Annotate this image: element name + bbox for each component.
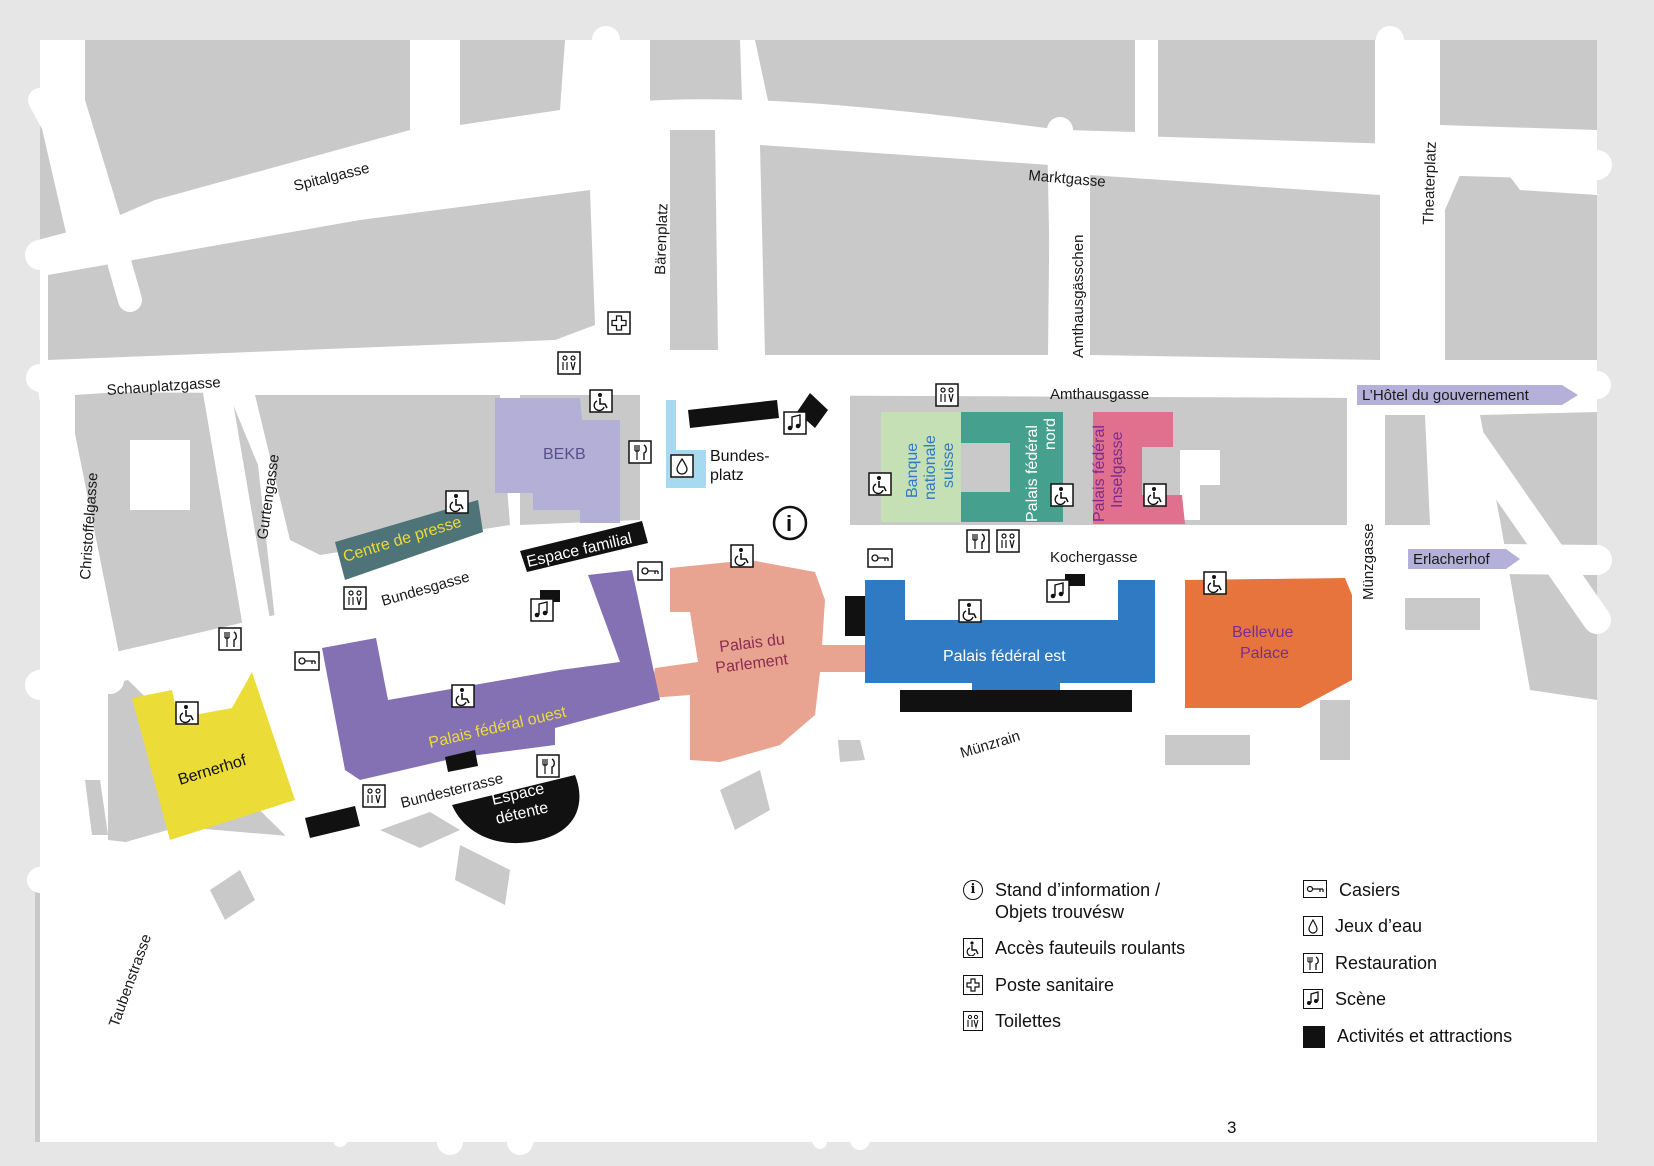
destination-erlacherhof: Erlacherhof [1413,551,1491,568]
wheelchair-icon[interactable] [175,701,199,725]
street-amthausgaesschen: Amthausgässchen [1070,235,1087,358]
building-pf-est [865,580,1155,695]
street-amthausgasse: Amthausgasse [1050,386,1149,403]
restaurant-icon[interactable] [628,440,652,464]
toilets-icon[interactable] [557,351,581,375]
building-pf-ouest [322,570,660,780]
legend-label: Accès fauteuils roulants [995,938,1186,958]
music-note-icon [1303,989,1323,1009]
key-icon[interactable] [867,548,893,568]
music-note-icon[interactable] [530,598,554,622]
label-pf-nord-2: nord [1042,418,1059,450]
info-icon: i [963,880,983,900]
toilets-icon[interactable] [996,529,1020,553]
map-base [0,26,1654,1166]
label-pf-est: Palais fédéral est [943,648,1066,665]
wheelchair-icon [963,938,983,958]
legend-label: Poste sanitaire [995,975,1115,995]
arrow-hotel-gouvernement[interactable] [1357,385,1578,405]
wheelchair-icon[interactable] [589,389,613,413]
label-bellevue-1: Bellevue [1232,624,1293,641]
key-icon [1303,880,1327,898]
espace-familial-label-bg [520,521,648,572]
page-number: 3 [1227,1118,1237,1137]
building-banque-nationale [881,412,961,522]
restaurant-icon [1303,953,1323,973]
wheelchair-icon[interactable] [451,684,475,708]
restaurant-icon[interactable] [536,754,560,778]
water-drop-icon [1303,916,1323,936]
toilets-icon[interactable] [343,586,367,610]
restaurant-icon[interactable] [218,627,242,651]
destination-hotel-gouvernement: L’Hôtel du gouvernement [1362,387,1530,404]
toilets-icon [963,1011,983,1031]
restaurant-icon[interactable] [966,529,990,553]
activity-square-icon [1303,1026,1325,1048]
label-bundesplatz-2: platz [710,467,744,484]
label-banque-2: nationale [922,435,939,500]
street-baerenplatz: Bärenplatz [652,203,671,275]
legend-item-restaurant: Restauration [1303,952,1437,974]
label-pf-nord-1: Palais fédéral [1024,425,1041,522]
legend-label-line: Stand d’information / [995,880,1161,900]
label-bellevue-2: Palace [1240,645,1289,662]
legend-label: Activités et attractions [1337,1026,1513,1046]
legend-item-wheelchair: Accès fauteuils roulants [963,937,1185,959]
building-parlement [650,560,870,762]
legend-item-lockers: Casiers [1303,879,1400,901]
wheelchair-icon[interactable] [958,599,982,623]
wheelchair-icon[interactable] [445,490,469,514]
building-centre-presse [335,500,483,580]
water-drop-icon[interactable] [670,454,694,478]
building-bellevue [1185,578,1352,708]
wheelchair-icon[interactable] [1203,571,1227,595]
first-aid-icon [963,975,983,995]
street-muenzgasse: Münzgasse [1360,523,1377,600]
info-point[interactable]: i [772,505,808,541]
legend-item-stage: Scène [1303,988,1386,1010]
wheelchair-icon[interactable] [868,472,892,496]
wheelchair-icon[interactable] [1143,483,1167,507]
first-aid-icon[interactable] [607,311,631,335]
legend-label: Stand d’information / Objets trouvésw [995,879,1160,923]
arrow-erlacherhof[interactable] [1408,549,1520,569]
key-icon[interactable] [294,651,320,671]
label-pf-inselgasse-1: Palais fédéral [1091,425,1108,522]
buildings [132,398,1352,844]
building-pf-nord [961,412,1063,522]
legend-label: Toilettes [995,1011,1062,1031]
legend-item-toilets: Toilettes [963,1010,1061,1032]
wheelchair-icon[interactable] [1050,483,1074,507]
wheelchair-icon[interactable] [730,544,754,568]
legend-item-water: Jeux d’eau [1303,915,1422,937]
label-banque-3: suisse [940,443,957,488]
legend-label: Restauration [1335,953,1438,973]
label-bundesplatz-1: Bundes- [710,448,770,465]
building-bekb [495,398,620,523]
legend-label-line: Objets trouvésw [995,902,1125,922]
street-kochergasse: Kochergasse [1050,549,1138,566]
legend-label: Scène [1335,989,1387,1009]
toilets-icon[interactable] [935,383,959,407]
destination-arrows: L’Hôtel du gouvernement Erlacherhof [1357,385,1578,569]
building-espace-detente [452,775,580,844]
legend-label: Casiers [1339,880,1401,900]
legend-label: Jeux d’eau [1335,916,1423,936]
activity-areas [305,393,1132,838]
label-pf-inselgasse-2: Inselgasse [1109,431,1126,508]
key-icon[interactable] [637,561,663,581]
music-note-icon[interactable] [1046,579,1070,603]
legend-item-info: i Stand d’information / Objets trouvésw [963,879,1160,923]
legend-item-activities: Activités et attractions [1303,1025,1512,1048]
label-banque-1: Banque [904,443,921,498]
toilets-icon[interactable] [362,784,386,808]
street-theaterplatz: Theaterplatz [1420,141,1440,225]
label-bekb: BEKB [543,446,586,463]
music-note-icon[interactable] [783,411,807,435]
building-bernerhof [132,672,295,840]
street-marktgasse: Marktgasse [1028,167,1107,191]
legend-item-first-aid: Poste sanitaire [963,974,1114,996]
info-icon: i [786,511,792,536]
